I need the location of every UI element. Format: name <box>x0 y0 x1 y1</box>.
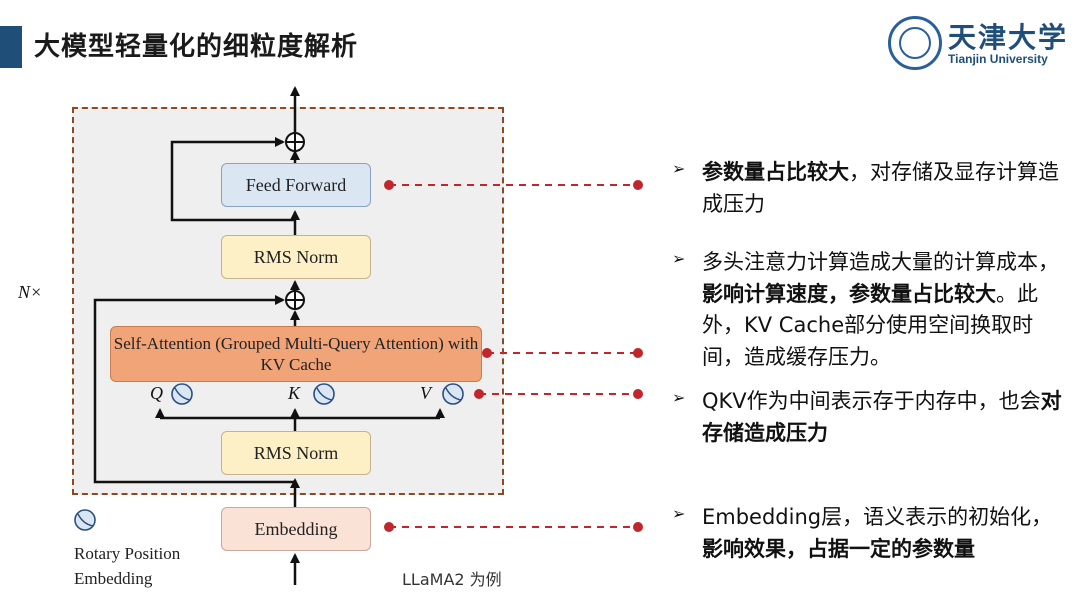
rms-norm-top-block: RMS Norm <box>221 235 371 279</box>
diagram-caption: LLaMA2 为例 <box>402 570 502 589</box>
page-title: 大模型轻量化的细粒度解析 <box>34 32 359 62</box>
repeat-label: N× <box>18 282 43 302</box>
rope-icon <box>442 383 464 405</box>
title-accent-bar <box>0 26 22 68</box>
bullet-item: ➢ 多头注意力计算造成大量的计算成本，影响计算速度，参数量占比较大。此外，KV … <box>672 249 1059 369</box>
arrow-bullet-icon: ➢ <box>672 249 686 268</box>
feed-forward-block: Feed Forward <box>221 163 371 207</box>
rope-icon <box>313 383 335 405</box>
rope-legend-label: Rotary Position Embedding <box>74 544 181 588</box>
logo-chinese-name: 天津大学 <box>948 21 1069 54</box>
self-attention-block: Self-Attention (Grouped Multi-Query Atte… <box>110 326 482 382</box>
q-label: Q <box>150 383 163 403</box>
rope-icon <box>171 383 193 405</box>
k-label: K <box>288 383 301 403</box>
bullet-item: ➢ Embedding层，语义表示的初始化，影响效果，占据一定的参数量 <box>672 504 1053 561</box>
university-seal-icon <box>888 16 942 70</box>
rope-legend-icon <box>74 509 96 531</box>
residual-connection-upper <box>170 137 295 222</box>
bullet-item: ➢ QKV作为中间表示存于内存中，也会对存储造成压力 <box>672 388 1062 445</box>
arrow-bullet-icon: ➢ <box>672 388 686 407</box>
logo-english-name: Tianjin University <box>948 52 1048 66</box>
v-label: V <box>420 383 431 403</box>
rms-norm-bottom-block: RMS Norm <box>221 431 371 475</box>
arrow-bullet-icon: ➢ <box>672 504 686 523</box>
bullet-item: ➢ 参数量占比较大，对存储及显存计算造成压力 <box>672 159 1059 216</box>
university-logo: 天津大学 Tianjin University <box>888 14 1068 74</box>
embedding-block: Embedding <box>221 507 371 551</box>
residual-connection-lower <box>93 295 295 484</box>
arrow-bullet-icon: ➢ <box>672 159 686 178</box>
